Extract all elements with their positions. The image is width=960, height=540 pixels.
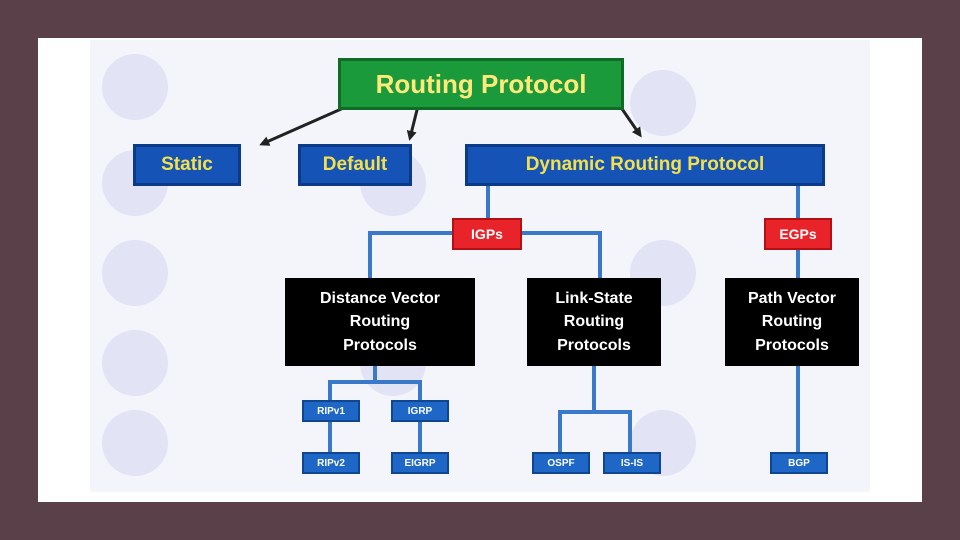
leaf-ospf: OSPF bbox=[532, 452, 590, 474]
connector-ls-leaves bbox=[558, 410, 632, 452]
watermark-logo bbox=[102, 410, 168, 476]
egp-label: EGPs bbox=[764, 218, 832, 250]
leaf-ripv1: RIPv1 bbox=[302, 400, 360, 422]
distance-vector-node: Distance Vector Routing Protocols bbox=[285, 278, 475, 366]
watermark-area bbox=[90, 40, 870, 492]
arrow-to-dynamic bbox=[618, 105, 642, 138]
path-vector-node: Path Vector Routing Protocols bbox=[725, 278, 859, 366]
leaf-igrp: IGRP bbox=[391, 400, 449, 422]
igp-label: IGPs bbox=[452, 218, 522, 250]
default-node: Default bbox=[298, 144, 412, 186]
arrow-to-default bbox=[406, 105, 420, 141]
link-state-node: Link-State Routing Protocols bbox=[527, 278, 661, 366]
watermark-logo bbox=[102, 240, 168, 306]
leaf-isis: IS-IS bbox=[603, 452, 661, 474]
leaf-ripv2: RIPv2 bbox=[302, 452, 360, 474]
watermark-logo bbox=[630, 70, 696, 136]
leaf-eigrp: EIGRP bbox=[391, 452, 449, 474]
root-node: Routing Protocol bbox=[338, 58, 624, 110]
static-node: Static bbox=[133, 144, 241, 186]
watermark-logo bbox=[102, 54, 168, 120]
dynamic-node: Dynamic Routing Protocol bbox=[465, 144, 825, 186]
leaf-bgp: BGP bbox=[770, 452, 828, 474]
arrow-to-static bbox=[259, 104, 349, 146]
watermark-logo bbox=[102, 330, 168, 396]
